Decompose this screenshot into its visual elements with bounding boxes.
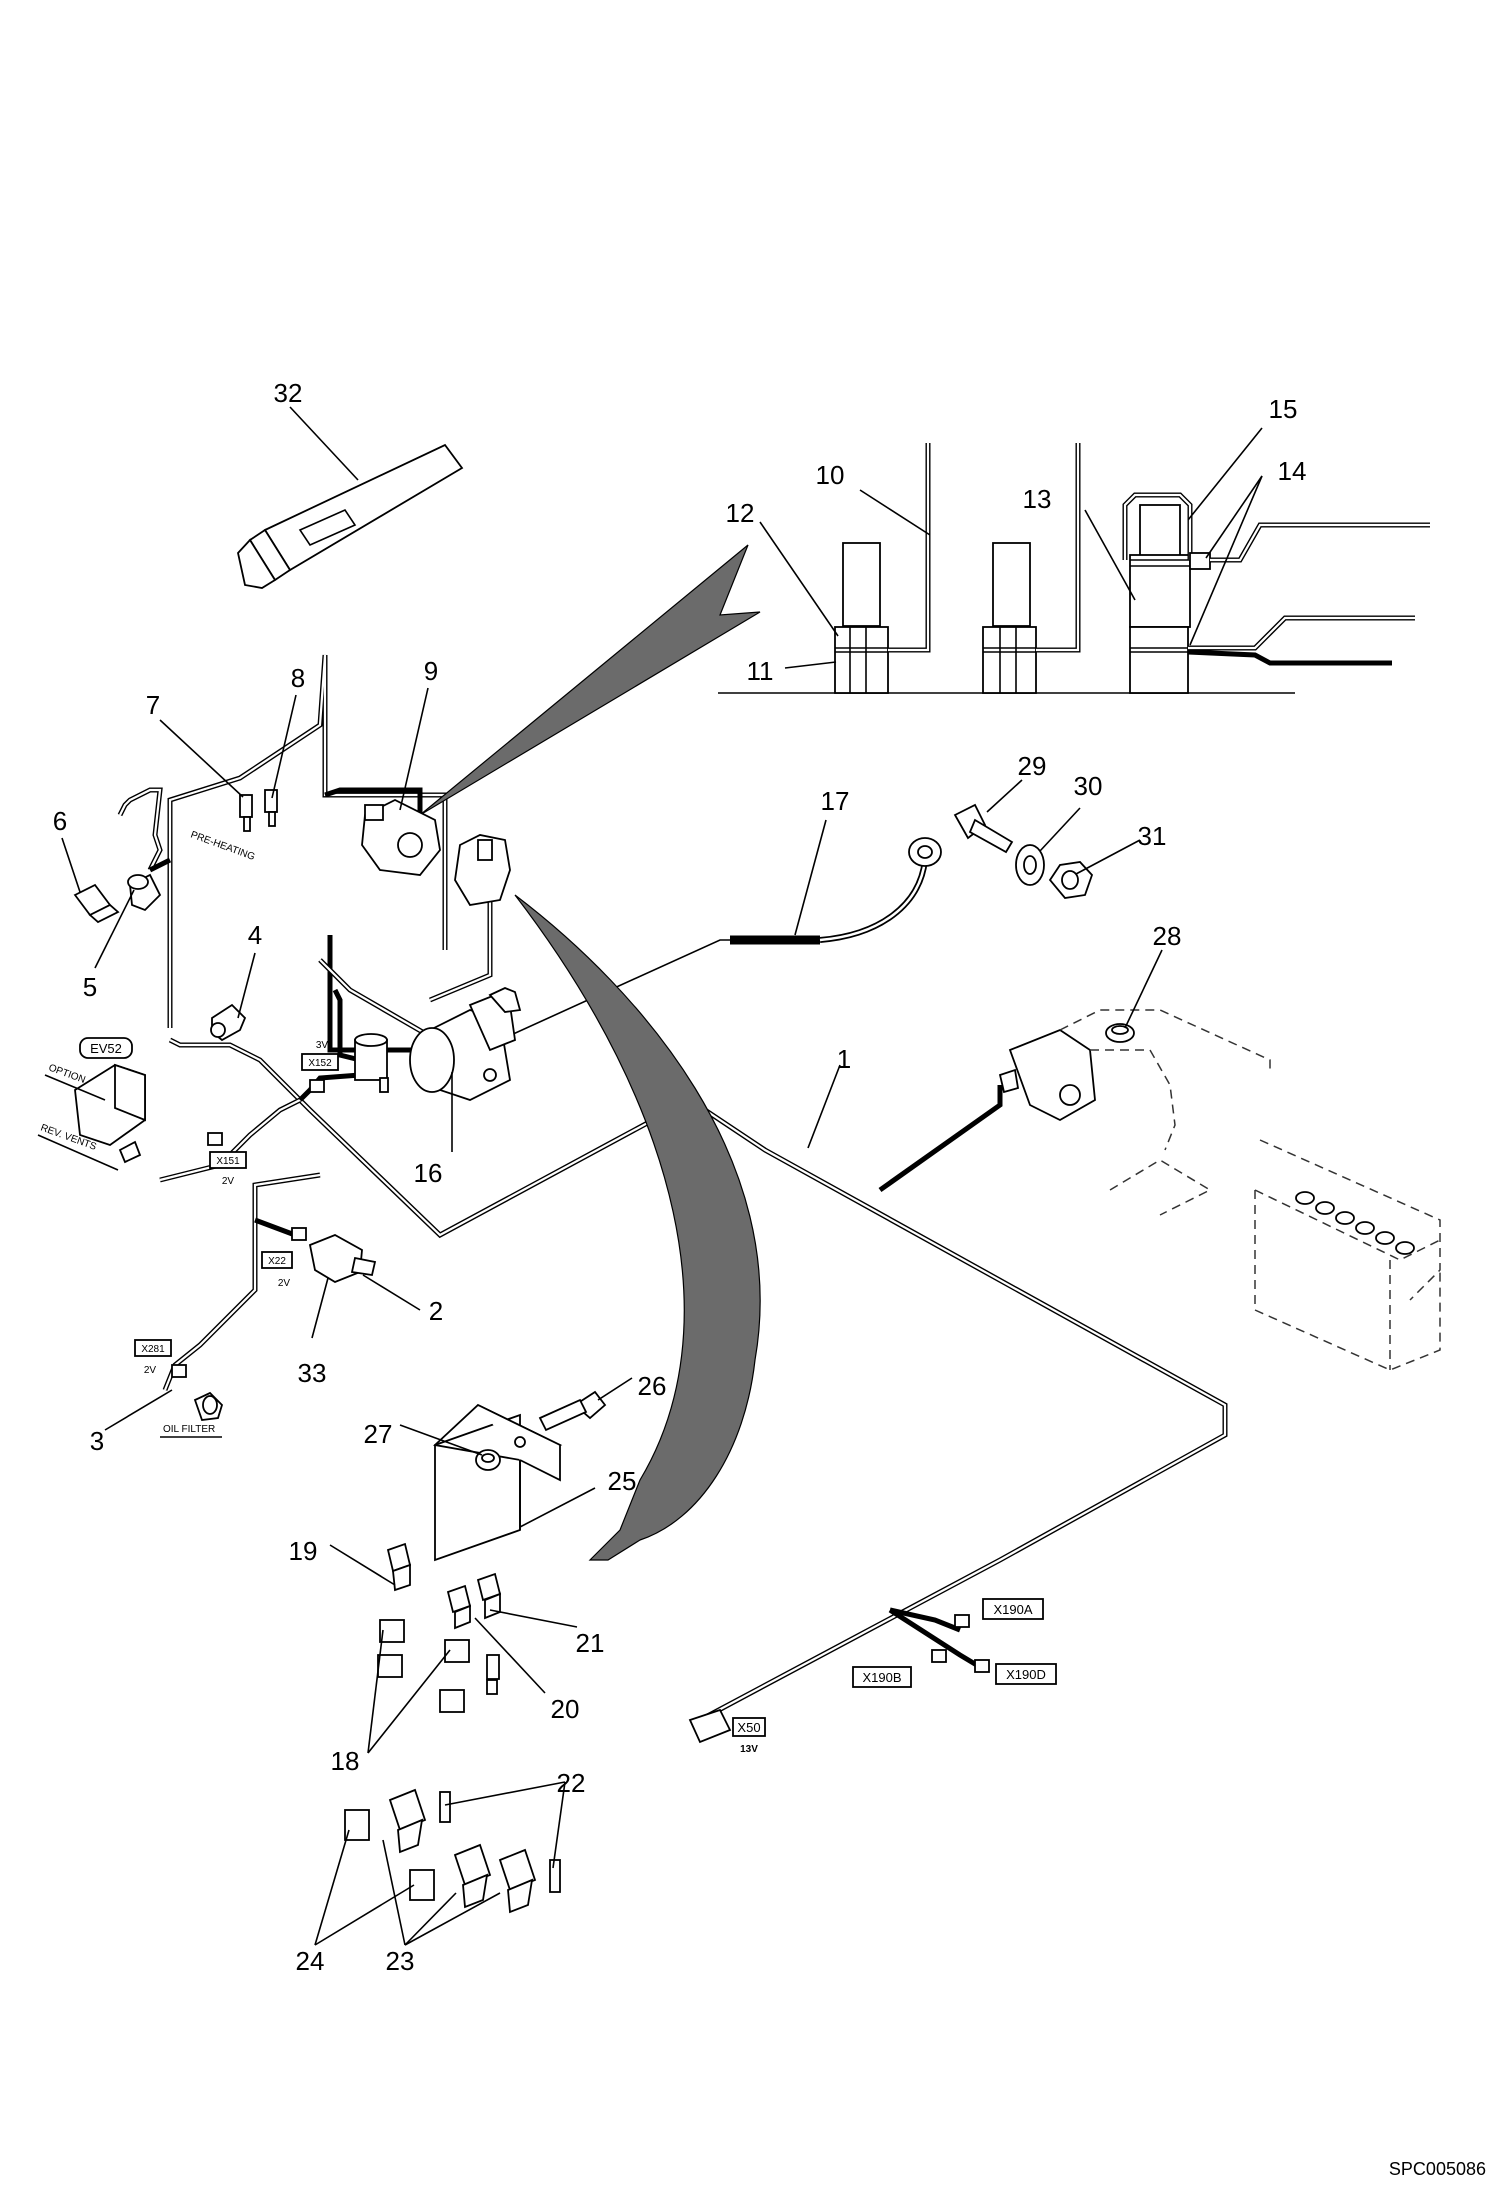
leader-lines [61,406,1263,1946]
part-4-pressure-switch [210,1003,247,1042]
fuse-group-lower [344,1788,561,1914]
callout-14: 14 [1278,456,1307,486]
callout-5: 5 [83,972,97,1002]
part-29-bolt [953,803,1014,854]
callout-32: 32 [274,378,303,408]
x190-x50-connectors [688,1614,990,1744]
part-17-cable [730,837,942,945]
part-28-clip [1105,1023,1135,1043]
callout-6: 6 [53,806,67,836]
connector-x281-body [171,1364,187,1378]
callout-17: 17 [821,786,850,816]
connector-label-x22: X22 2V [261,1251,293,1289]
callout-12: 12 [726,498,755,528]
part-6-sensor [73,883,120,924]
part-16-starter-motor [409,987,522,1101]
voltage-label: 2V [222,1176,235,1187]
callout-4: 4 [248,920,262,950]
callout-31: 31 [1138,821,1167,851]
detail-arrow-upper [419,544,761,816]
connector-x22-body [291,1227,307,1241]
part-8-sensor [264,789,278,827]
callout-16: 16 [414,1158,443,1188]
connector-x152-body [309,1079,325,1093]
detail-arrow-lower [514,894,761,1561]
callout-9: 9 [424,656,438,686]
callout-15: 15 [1269,394,1298,424]
document-code: SPC005086 [1388,2159,1486,2179]
connector-x151-body [207,1132,223,1146]
connector-label-text: X50 [737,1720,760,1735]
callout-22: 22 [557,1768,586,1798]
connector-label-x190d: X190D [995,1663,1057,1685]
connector-label-text: X22 [268,1256,286,1267]
wire-label-pre-heating: PRE-HEATING [189,829,256,863]
wire-label-option: OPTION [47,1062,87,1085]
part-battery-switch [998,1028,1096,1122]
callout-1: 1 [837,1044,851,1074]
callout-18: 18 [331,1746,360,1776]
part-30-washer [1015,844,1045,886]
callout-27: 27 [364,1419,393,1449]
callout-25: 25 [608,1466,637,1496]
connector-label-x281: X281 2V [134,1339,172,1376]
connector-label-text: X190B [862,1670,901,1685]
callout-3: 3 [90,1426,104,1456]
connector-label-x152: X152 3V [301,1040,339,1071]
voltage-label: 13V [740,1744,758,1755]
connector-label-x50: X50 13V [732,1717,766,1755]
callout-7: 7 [146,690,160,720]
part-x152-solenoid [354,1033,389,1093]
connector-label-text: X151 [216,1156,240,1167]
part-9-preheat-relay [361,798,441,876]
callout-8: 8 [291,663,305,693]
connector-label-x190a: X190A [982,1598,1044,1620]
part-31-nut [1048,861,1094,899]
callout-10: 10 [816,460,845,490]
part-25-bracket [433,1403,563,1562]
callout-19: 19 [289,1536,318,1566]
connector-label-ev52: EV52 [79,1037,133,1059]
fuse-relay-group [377,1542,502,1713]
callout-28: 28 [1153,921,1182,951]
part-ev52-valve [74,1063,146,1164]
connector-label-x151: X151 2V [209,1151,247,1187]
callout-11: 11 [747,656,774,686]
callout-24: 24 [296,1946,325,1976]
connector-label-text: X190D [1006,1667,1046,1682]
connector-label-text: X152 [308,1058,332,1069]
callout-26: 26 [638,1371,667,1401]
part-32-grease-tube [237,443,464,589]
callout-23: 23 [386,1946,415,1976]
connector-label-text: X190A [993,1602,1032,1617]
connector-label-text: EV52 [90,1041,122,1056]
part-solenoid-block [454,834,511,906]
part-5-sensor [127,873,162,912]
connector-label-text: X281 [141,1344,165,1355]
connector-label-x190b: X190B [852,1666,912,1688]
voltage-label: 2V [144,1365,157,1376]
callout-13: 13 [1023,484,1052,514]
part-7-sensor [239,794,253,832]
part-2-temp-sensor [308,1234,377,1284]
callout-20: 20 [551,1694,580,1724]
part-3-oil-filter-sensor [193,1391,224,1421]
part-26-screw [538,1390,607,1432]
wire-label-oil-filter: OIL FILTER [163,1424,215,1435]
callout-2: 2 [429,1296,443,1326]
part-27-grommet [475,1449,501,1471]
callout-29: 29 [1018,751,1047,781]
callout-numbers: 1 2 3 4 5 6 7 8 9 10 11 12 13 14 15 16 1… [53,378,1307,1976]
callout-30: 30 [1074,771,1103,801]
callout-33: 33 [298,1358,327,1388]
voltage-label: 2V [278,1278,291,1289]
voltage-label: 3V [316,1040,329,1051]
battery-outline [1059,1009,1441,1371]
callout-21: 21 [576,1628,605,1658]
detail-view [718,443,1430,694]
